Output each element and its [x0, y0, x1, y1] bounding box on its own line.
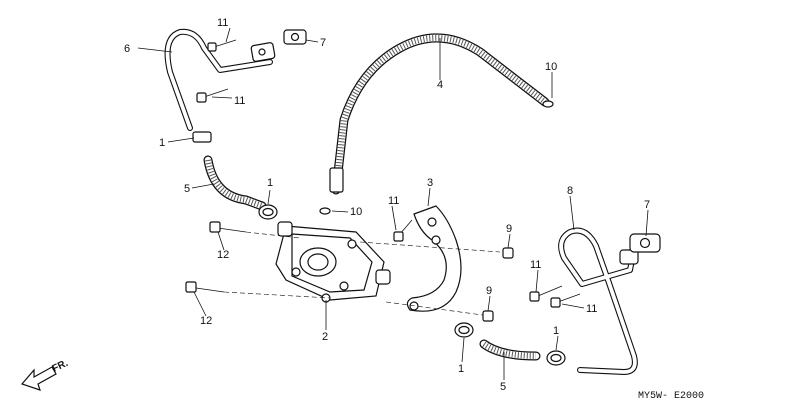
- pipe-flange-right: [619, 249, 639, 265]
- callout-7-upper: 7: [320, 37, 326, 49]
- callout-8: 8: [567, 185, 573, 197]
- hose-left: [203, 155, 267, 211]
- callout-2: 2: [322, 331, 328, 343]
- clip-middle: [319, 207, 331, 215]
- callout-12-lower: 12: [200, 315, 212, 327]
- callout-11-right-a: 11: [530, 259, 541, 271]
- callout-6: 6: [124, 43, 130, 55]
- diagram-code: MY5W- E2000: [638, 391, 704, 402]
- callout-11-upper-a: 11: [217, 17, 228, 29]
- callout-11-bracket: 11: [388, 195, 399, 207]
- clamp-lower-left: [454, 322, 474, 338]
- clamp-upper-left: [192, 131, 212, 143]
- nut-upper: [502, 247, 514, 259]
- callout-10-middle: 10: [350, 206, 362, 218]
- callout-1-left: 1: [267, 177, 273, 189]
- callout-9-upper: 9: [506, 223, 512, 235]
- clip-upper-right: [542, 100, 554, 108]
- gasket-upper: [283, 29, 307, 45]
- hose-lower: [479, 339, 541, 361]
- bolt-upper-a: [207, 39, 237, 52]
- bolt-left-upper: [209, 221, 247, 233]
- callout-12-upper: 12: [217, 249, 229, 261]
- nut-lower: [482, 310, 494, 322]
- control-valve: [275, 221, 391, 303]
- callout-11-right-b: 11: [586, 303, 597, 315]
- callout-5-left: 5: [184, 183, 190, 195]
- callout-1-upper: 1: [159, 137, 165, 149]
- bolt-upper-b: [196, 88, 229, 103]
- bolt-right-b: [550, 293, 581, 308]
- callout-3: 3: [427, 177, 433, 189]
- bolt-right-a: [529, 285, 563, 302]
- callout-9-lower: 9: [486, 285, 492, 297]
- bolt-left-lower: [185, 281, 225, 293]
- hose-long: [329, 33, 550, 195]
- air-pipe-upper: [164, 28, 273, 131]
- clamp-left: [258, 204, 278, 220]
- front-direction-arrow-icon: [20, 366, 57, 391]
- front-direction-label: FR.: [51, 358, 70, 375]
- callout-11-upper-b: 11: [234, 95, 245, 107]
- leader-lines: [137, 27, 649, 380]
- callout-1-lower-right: 1: [553, 325, 559, 337]
- callout-7-right: 7: [644, 199, 650, 211]
- clamp-lower-right: [546, 350, 566, 366]
- callout-5-lower: 5: [500, 381, 506, 393]
- callout-10-upper: 10: [545, 61, 557, 73]
- callout-1-lower-left: 1: [458, 363, 464, 375]
- bolt-bracket: [393, 219, 413, 242]
- air-pipe-right: [558, 227, 638, 375]
- callout-4: 4: [437, 79, 443, 91]
- gasket-right: [629, 233, 661, 253]
- bracket: [406, 205, 462, 312]
- pipe-flange-upper: [250, 42, 276, 62]
